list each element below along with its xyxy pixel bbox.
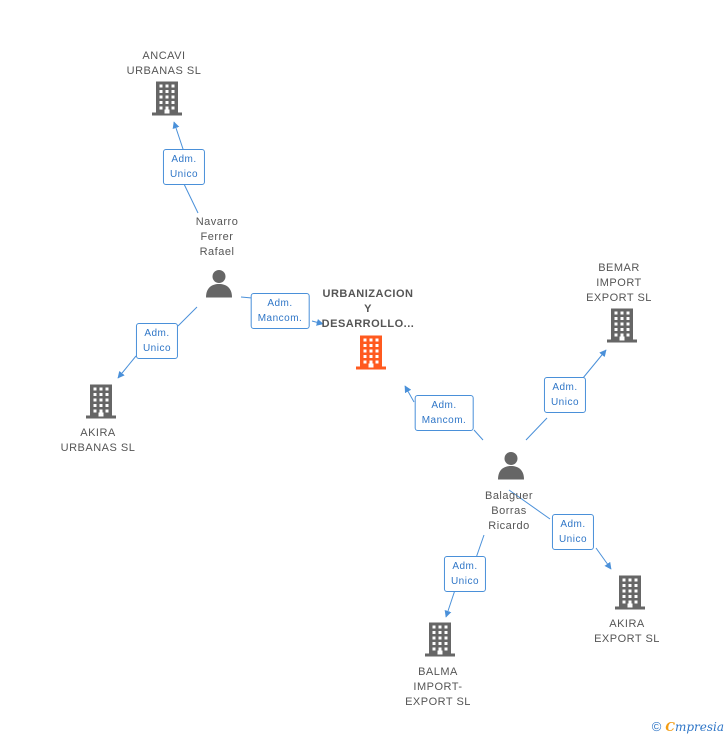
akira-export-label-line: AKIRA	[609, 618, 645, 630]
relation-badge-line: Adm.	[431, 400, 457, 411]
brand-logo-initial: C	[665, 720, 675, 734]
relation-badge-balaguer-bemar[interactable]: Adm. Unico	[543, 377, 587, 413]
edge-line	[595, 547, 612, 570]
ancavi-building-icon[interactable]	[151, 81, 183, 122]
relation-badge-line: Unico	[450, 576, 480, 587]
relation-badge-line: Unico	[558, 534, 588, 545]
balma-label-line: BALMA	[418, 666, 458, 678]
ancavi-label-line: ANCAVI	[142, 50, 186, 62]
main-company-label-line: Y	[364, 303, 372, 315]
empresia-footer[interactable]: ©Cmpresia	[652, 719, 724, 734]
akira-urbanas-building-icon[interactable]	[85, 384, 117, 425]
brand-logo-text: mpresia	[674, 720, 724, 734]
navarro-label-line: Ferrer	[200, 231, 234, 243]
balaguer-person-icon[interactable]	[496, 451, 526, 486]
relation-badge-line: Adm.	[552, 382, 578, 393]
relation-badge-balaguer-main[interactable]: Adm. Mancom.	[414, 395, 474, 431]
edge-line	[183, 183, 199, 214]
edge-line	[172, 121, 185, 153]
navarro-label[interactable]: Navarro Ferrer Rafael	[196, 215, 239, 260]
bemar-label-line: EXPORT SL	[586, 292, 652, 304]
balma-label-line: IMPORT-	[413, 681, 463, 693]
relation-badge-line: Adm.	[452, 561, 478, 572]
main-company-building-icon[interactable]	[355, 335, 387, 376]
edge-line	[404, 385, 415, 403]
balaguer-label[interactable]: Balaguer Borras Ricardo	[485, 489, 533, 534]
ancavi-label-line: URBANAS SL	[126, 65, 202, 77]
edge-line	[582, 349, 607, 379]
relation-badge-line: Unico	[550, 397, 580, 408]
relation-badge-navarro-ancavi[interactable]: Adm. Unico	[162, 149, 206, 185]
akira-export-label[interactable]: AKIRA EXPORT SL	[594, 617, 660, 647]
relation-badge-balaguer-balma[interactable]: Adm. Unico	[443, 556, 487, 592]
edge-line	[508, 489, 551, 520]
akira-export-building-icon[interactable]	[614, 575, 646, 616]
edge-line	[525, 417, 548, 441]
navarro-person-icon[interactable]	[204, 269, 234, 304]
bemar-label-line: IMPORT	[596, 277, 642, 289]
main-company-label-line: DESARROLLO...	[321, 318, 415, 330]
balma-building-icon[interactable]	[424, 622, 456, 663]
navarro-label-line: Rafael	[199, 246, 235, 258]
balma-label-line: EXPORT SL	[405, 696, 471, 708]
relation-badge-line: Unico	[169, 169, 199, 180]
balaguer-label-line: Borras	[491, 505, 527, 517]
relation-badge-navarro-akira[interactable]: Adm. Unico	[135, 323, 179, 359]
relation-badge-navarro-main[interactable]: Adm. Mancom.	[250, 293, 310, 329]
main-company-label-line: URBANIZACION	[322, 288, 414, 300]
relation-badge-balaguer-akira-export[interactable]: Adm. Unico	[551, 514, 595, 550]
bemar-building-icon[interactable]	[606, 308, 638, 349]
akira-export-label-line: EXPORT SL	[594, 633, 660, 645]
balaguer-label-line: Ricardo	[488, 520, 530, 532]
edge-line	[177, 306, 198, 327]
akira-urbanas-label[interactable]: AKIRA URBANAS SL	[61, 426, 136, 456]
main-company-label[interactable]: URBANIZACION Y DESARROLLO...	[322, 287, 415, 332]
akira-urbanas-label-line: URBANAS SL	[60, 442, 136, 454]
edge-line	[117, 355, 137, 379]
edge-line	[240, 296, 253, 299]
bemar-label[interactable]: BEMAR IMPORT EXPORT SL	[586, 261, 652, 306]
relation-badge-line: Adm.	[560, 519, 586, 530]
relation-badge-line: Mancom.	[257, 313, 303, 324]
ancavi-label[interactable]: ANCAVI URBANAS SL	[127, 49, 202, 79]
edge-line	[444, 589, 456, 618]
relation-badge-line: Adm.	[267, 298, 293, 309]
edge-line	[473, 429, 484, 441]
akira-urbanas-label-line: AKIRA	[80, 427, 116, 439]
edge-line	[475, 534, 485, 559]
balma-label[interactable]: BALMA IMPORT- EXPORT SL	[405, 665, 471, 710]
copyright-symbol: ©	[651, 719, 662, 734]
edge-line	[311, 318, 324, 326]
relation-badge-line: Adm.	[171, 154, 197, 165]
relation-badge-line: Mancom.	[421, 415, 467, 426]
balaguer-label-line: Balaguer	[484, 490, 534, 502]
relation-badge-line: Adm.	[144, 328, 170, 339]
relation-badge-line: Unico	[142, 343, 172, 354]
bemar-label-line: BEMAR	[598, 262, 640, 274]
navarro-label-line: Navarro	[195, 216, 239, 228]
